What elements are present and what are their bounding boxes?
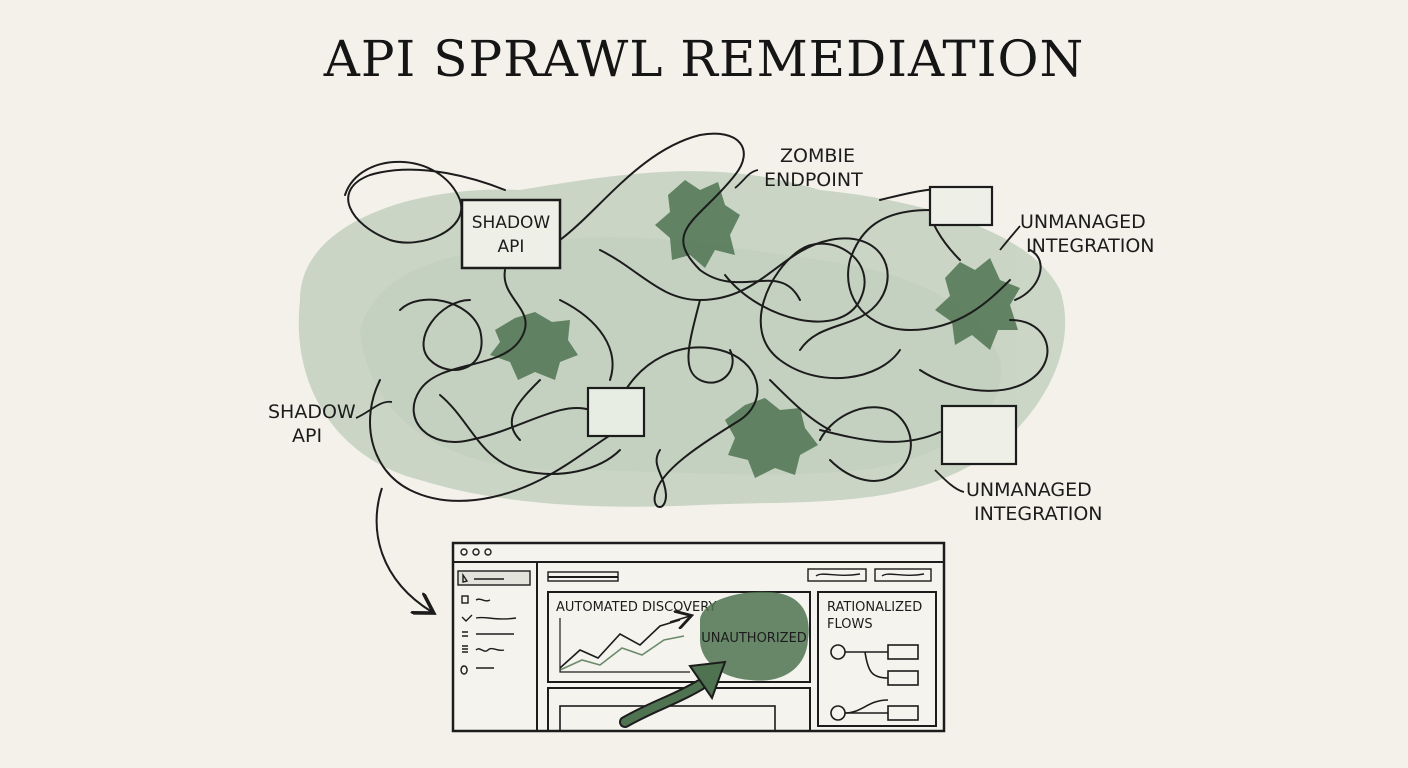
box-icon bbox=[461, 595, 469, 604]
endpoint-box-top-right bbox=[928, 185, 994, 227]
discovery-chart bbox=[559, 616, 690, 673]
dashboard-sidebar bbox=[457, 570, 531, 675]
shadow-blotch bbox=[490, 312, 578, 380]
sidebar-item-active bbox=[457, 570, 531, 586]
flows-panel bbox=[817, 591, 937, 727]
window-control-close bbox=[460, 548, 468, 556]
zombie-blotch bbox=[655, 180, 740, 268]
shadow-api-box: SHADOW API bbox=[460, 198, 562, 270]
endpoint-box-center bbox=[586, 386, 646, 438]
unmanaged-bottom-leader-line bbox=[934, 469, 965, 493]
window-frame bbox=[451, 541, 946, 733]
svg-text:ZOMBIE: ZOMBIE bbox=[780, 145, 855, 167]
unauthorized-blotch bbox=[700, 591, 809, 681]
flows-panel-title-line2: FLOWS bbox=[827, 617, 873, 632]
flow-target-1 bbox=[887, 644, 919, 660]
svg-text:UNMANAGED: UNMANAGED bbox=[1020, 211, 1146, 233]
svg-text:ENDPOINT: ENDPOINT bbox=[764, 169, 863, 191]
svg-text:INTEGRATION: INTEGRATION bbox=[974, 503, 1102, 525]
toolbar-search bbox=[547, 571, 619, 582]
unmanaged-blotch bbox=[935, 258, 1020, 350]
svg-text:SHADOW: SHADOW bbox=[268, 401, 356, 423]
endpoint-box-bottom-right bbox=[940, 404, 1018, 466]
window-control-minimize bbox=[472, 548, 480, 556]
shadow-left-leader-line bbox=[355, 400, 393, 419]
window-control-maximize bbox=[484, 548, 492, 556]
toolbar-button-1 bbox=[807, 568, 867, 582]
menu-icon bbox=[462, 645, 468, 653]
flow-target-2 bbox=[887, 670, 919, 686]
flow-target-3 bbox=[887, 705, 919, 721]
dashboard-toolbar bbox=[547, 568, 932, 582]
label-shadow-api-left: SHADOW API bbox=[268, 400, 393, 447]
svg-text:SHADOW: SHADOW bbox=[472, 213, 551, 233]
discovery-panel bbox=[547, 591, 811, 683]
zombie-leader-line bbox=[734, 169, 759, 189]
check-icon bbox=[461, 614, 473, 622]
label-unmanaged-integration-bottom: UNMANAGED INTEGRATION bbox=[934, 469, 1102, 525]
svg-text:API: API bbox=[292, 425, 322, 447]
flows-diagram bbox=[830, 644, 919, 721]
highlight-arrow-head bbox=[688, 660, 727, 701]
svg-text:API: API bbox=[498, 237, 525, 257]
shield-icon bbox=[460, 665, 468, 675]
label-unmanaged-integration-top: UNMANAGED INTEGRATION bbox=[999, 211, 1154, 257]
unmanaged-top-leader-line bbox=[999, 225, 1021, 251]
lower-blotch bbox=[725, 398, 818, 478]
home-icon bbox=[462, 572, 469, 583]
svg-text:INTEGRATION: INTEGRATION bbox=[1026, 235, 1154, 257]
discovery-panel-title: AUTOMATED DISCOVERY bbox=[556, 600, 716, 615]
flow-arrow bbox=[375, 487, 432, 612]
flows-panel-title-line1: RATIONALIZED bbox=[827, 600, 922, 615]
page-title: API SPRAWL REMEDIATION bbox=[323, 30, 1085, 88]
list-icon bbox=[462, 631, 468, 637]
toolbar-button-2 bbox=[874, 568, 932, 582]
dashboard-window: AUTOMATED DISCOVERY UNAUTHORIZED RATIONA… bbox=[451, 541, 946, 733]
unauthorized-badge: UNAUTHORIZED bbox=[701, 631, 807, 646]
label-zombie-endpoint: ZOMBIE ENDPOINT bbox=[734, 145, 863, 191]
dark-blotches bbox=[490, 180, 1020, 478]
svg-text:UNMANAGED: UNMANAGED bbox=[966, 479, 1092, 501]
